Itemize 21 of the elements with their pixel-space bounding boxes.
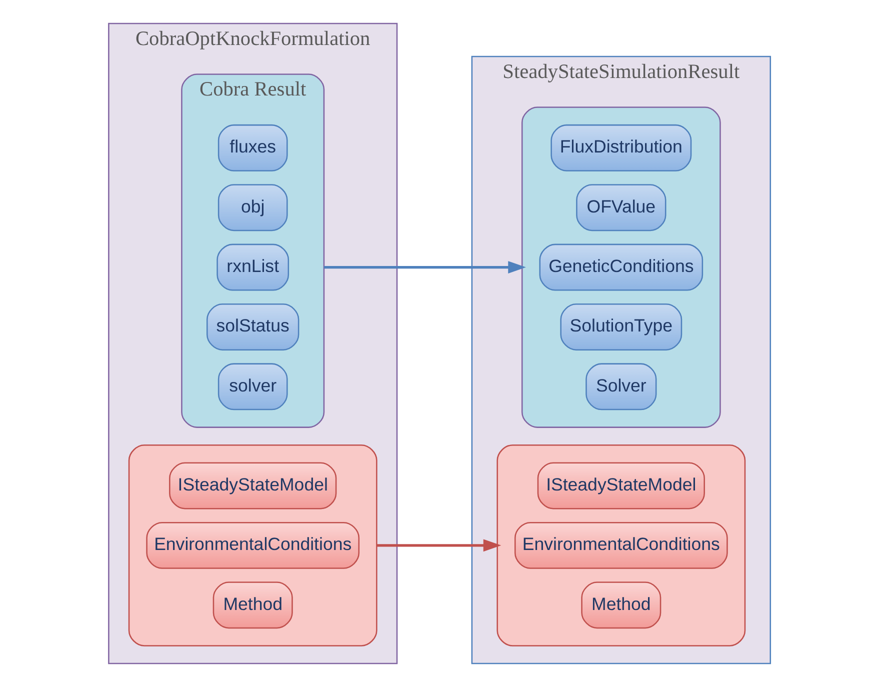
arrow	[323, 261, 526, 274]
node-box: Solver	[585, 363, 656, 410]
node-box: solStatus	[206, 304, 299, 350]
node-box: SolutionType	[560, 304, 682, 350]
node-box: Method	[212, 582, 292, 629]
node-box: OFValue	[576, 184, 666, 232]
node-box: obj	[217, 184, 288, 232]
cluster	[496, 444, 746, 646]
node-box: GeneticConditions	[538, 244, 703, 291]
node-box: rxnList	[216, 244, 289, 291]
node-box: fluxes	[217, 124, 288, 172]
node-box: EnvironmentalConditions	[146, 522, 360, 569]
node-box: FluxDistribution	[550, 124, 692, 172]
cluster	[520, 106, 720, 428]
node-box: ISteadyStateModel	[536, 462, 704, 510]
node-box: ISteadyStateModel	[168, 462, 336, 510]
node-box: EnvironmentalConditions	[514, 522, 728, 569]
arrow	[376, 539, 501, 552]
node-box: Method	[580, 582, 661, 629]
node-box: solver	[217, 363, 288, 410]
cluster	[128, 444, 377, 646]
